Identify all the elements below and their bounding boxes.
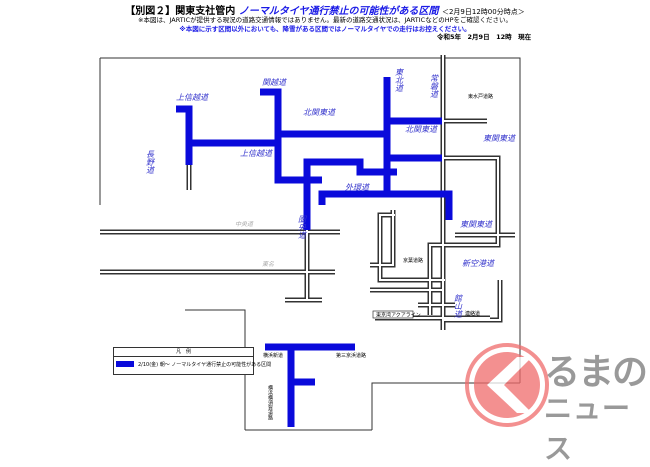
map-frame <box>99 57 521 431</box>
route-label: 上信越道 <box>240 149 273 158</box>
kenodo-section <box>303 158 397 230</box>
route-label: 北関東道 <box>405 125 438 134</box>
route-label: 中央道 <box>235 220 254 228</box>
route-label: 横浜新道 <box>263 352 283 359</box>
route-label: 上信越道 <box>176 93 209 102</box>
note-caution: ※本図に示す区間以外においても、降雪がある区間ではノーマルタイヤでの走行はお控え… <box>179 25 471 33</box>
legend: 凡 例 2/10(金) 朝～ ノーマルタイヤ通行禁止の可能性がある区間 <box>113 347 271 375</box>
expressway-map: 上信越道 関越道 北関東道 上信越道 長野道 外環道 東北道 常磐道 東水戸道路… <box>99 55 521 431</box>
route-label: 圏央道 <box>297 215 307 239</box>
legend-swatch <box>116 361 134 367</box>
restricted-sections <box>176 77 453 427</box>
route-label: 第三京浜道路 <box>336 352 366 359</box>
route-label: 東京湾アクアライン <box>376 312 421 319</box>
gaikan-section <box>318 190 453 220</box>
route-label: 関越道 <box>262 78 287 87</box>
route-label: 京葉道路 <box>403 257 423 264</box>
note-jartic: ※本図は、JARTICが提供する現況の道路交通情報ではありません。最新の道路交通… <box>138 16 512 24</box>
logo-text-line1: るまの <box>544 352 648 393</box>
legend-title: 凡 例 <box>114 348 253 357</box>
route-label: 新空港道 <box>462 259 495 268</box>
logo-mark-icon <box>465 343 549 427</box>
route-label: 常磐道 <box>429 74 439 98</box>
title-line: 【別図２】関東支社管内 ノーマルタイヤ通行禁止の可能性がある区間 ＜2月9日12… <box>0 2 650 17</box>
logo-text-line2: ニュース <box>544 392 632 465</box>
route-label: 東名 <box>262 260 275 268</box>
route-label: 館山道 <box>453 294 463 318</box>
page-title: ノーマルタイヤ通行禁止の可能性がある区間 <box>238 6 439 17</box>
route-label: 東関東道 <box>483 134 516 143</box>
route-label: 東関東道 <box>460 220 493 229</box>
route-label: 東北道 <box>393 68 404 92</box>
route-label: 横浜横須賀道路 <box>267 384 273 421</box>
route-label: 連絡道 <box>465 310 480 317</box>
legend-item: 2/10(金) 朝～ ノーマルタイヤ通行禁止の可能性がある区間 <box>138 362 272 368</box>
time-point: ＜2月9日12時00分時点＞ <box>441 8 525 16</box>
joshinetsu-section <box>176 105 193 165</box>
route-label: 東水戸道路 <box>468 93 493 100</box>
route-label: 外環道 <box>345 183 370 192</box>
route-label: 北関東道 <box>303 108 336 117</box>
watermark-logo: るまの ニュース <box>462 335 650 465</box>
as-of-date: 令和5年 2月9日 12時 現在 <box>437 33 532 41</box>
figure-label: 【別図２】関東支社管内 <box>125 6 236 17</box>
route-label: 長野道 <box>144 150 155 174</box>
